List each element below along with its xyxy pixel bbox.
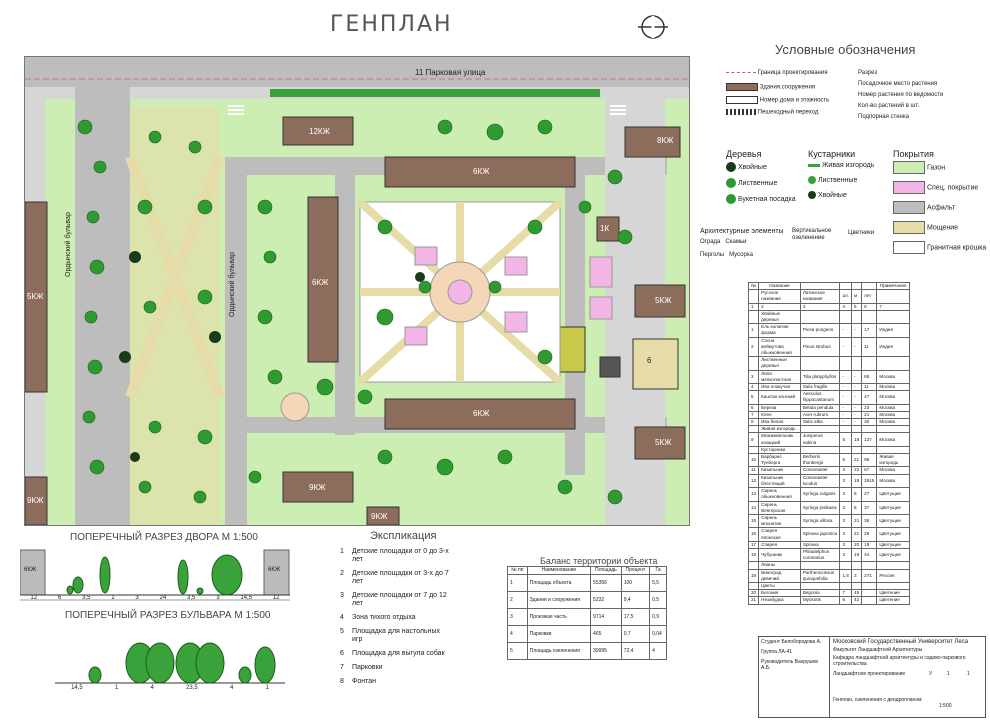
stamp-scale: 1:500 <box>939 703 952 709</box>
table-row: Хвойные деревья <box>747 309 910 325</box>
master-plan: 11 Парковая улица 12КЖ 6КЖ 6КЖ 6КЖ 5КЖ 9… <box>24 56 690 526</box>
building-label: 6КЖ <box>473 409 490 418</box>
building-label: 5КЖ <box>655 296 672 305</box>
explication-title: Экспликация <box>370 530 437 542</box>
stamp-stage: У <box>929 671 933 677</box>
legend-vertical: Вертикальное озеленение <box>792 228 832 241</box>
legend-arch: Архитектурные элементы Ограда Скамьи Пер… <box>700 228 784 258</box>
table-row: Живая изгородь <box>747 425 910 434</box>
building-label: 9КЖ <box>27 496 44 505</box>
page-title: ГЕНПЛАН <box>330 12 453 37</box>
stamp-dept: Кафедра ландшафтной архитектуры и садово… <box>833 655 966 667</box>
stamp-sheets: 1 <box>967 671 970 677</box>
balance-title: Баланс территории объекта <box>540 556 658 566</box>
legend-left: Граница проектирования Здания,сооружения… <box>726 70 856 122</box>
section1-right-label: 6КЖ <box>268 567 281 573</box>
stamp-university: Московский Государственный Университет Л… <box>833 639 969 645</box>
north-arrow-icon <box>638 12 668 47</box>
building-label: 8КЖ <box>657 136 674 145</box>
stamp-role: Студент Белобородова А. <box>761 639 822 645</box>
section1-left-label: 6КЖ <box>24 567 37 573</box>
legend-shrubs: Кустарники Живая изгородь Лиственные Хво… <box>808 149 875 199</box>
stamp-faculty: Факультет Ландшафтной Архитектуры <box>833 647 923 653</box>
stamp-role: Группа ЛА-41 <box>761 649 793 655</box>
building-label: 6КЖ <box>312 278 329 287</box>
legend-cover: Покрытия Газон Спец. покрытие Асфальт Мо… <box>893 150 988 254</box>
building-label: 9КЖ <box>309 483 326 492</box>
boulevard-label: Ордынский бульвар <box>65 212 72 277</box>
building-label: 5КЖ <box>655 438 672 447</box>
street-label: 11 Парковая улица <box>415 68 486 77</box>
stamp-role: Руководитель Вахрушев А.Б. <box>761 659 818 671</box>
stamp-sheet-n: 1 <box>947 671 950 677</box>
table-row: Кустарники <box>747 445 910 455</box>
table-row: Лиственные деревья <box>747 356 910 371</box>
table-row: Лианы <box>747 561 910 570</box>
legend-flowers: Цветники <box>848 230 875 236</box>
section1-title: ПОПЕРЕЧНЫЙ РАЗРЕЗ ДВОРА М 1:500 <box>70 532 258 543</box>
building-label: 1К <box>600 224 610 233</box>
stamp-subject: Ландшафтное проектирование <box>833 671 906 677</box>
building-label: 6 <box>647 356 652 365</box>
building-label: 5КЖ <box>27 292 44 301</box>
building-label: 9КЖ <box>371 512 388 521</box>
section2-title: ПОПЕРЕЧНЫЙ РАЗРЕЗ БУЛЬВАРА М 1:500 <box>65 610 271 621</box>
legend-right: Разрез Посадочное место растения Номер р… <box>858 70 944 120</box>
legend-title: Условные обозначения <box>775 42 916 57</box>
legend-trees: Деревья Хвойные Лиственные Букетная поса… <box>726 149 796 204</box>
boulevard-label: Ордынский бульвар <box>229 252 236 317</box>
title-stamp: Студент Белобородова А. Группа ЛА-41 Рук… <box>758 636 986 718</box>
building-label: 6КЖ <box>473 167 490 176</box>
table-row: Цветы <box>747 581 910 591</box>
stamp-sheet-title: Генплан, озеленения с дендропланом <box>833 697 922 703</box>
building-label: 12КЖ <box>309 127 330 136</box>
